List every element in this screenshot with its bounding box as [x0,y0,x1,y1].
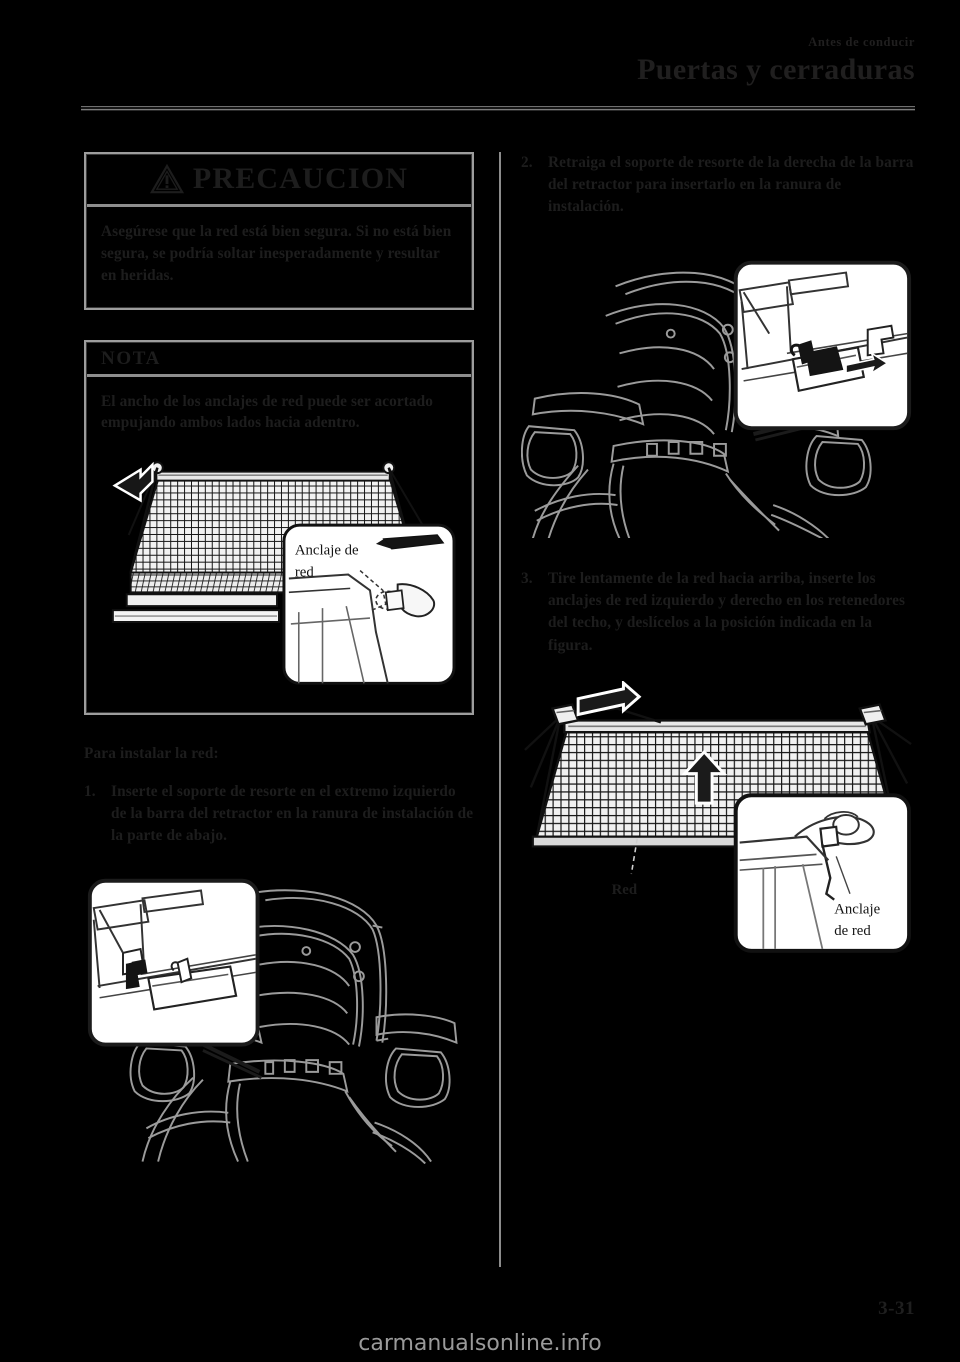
caution-box-body: Asegúrese que la red está bien segura. S… [87,207,471,307]
step-1-number: 1. [84,782,96,800]
page-header: Antes de conducir Puertas y cerraduras [80,35,915,87]
net-anchor-roof-retainer-drawing: Red An [524,680,912,953]
caution-box-title: PRECAUCION [192,162,409,195]
retractor-bar-right-install-drawing [521,260,912,539]
header-divider-rule [81,106,915,111]
header-kicker: Antes de conducir [808,35,915,49]
step-1-text: Inserte el soporte de resorte en el extr… [111,782,474,844]
right-column: 2. Retraiga el soporte de resorte de la … [521,152,915,957]
pull-up-arrow-icon [681,749,728,805]
net-anchor-right [858,702,888,726]
step-2-text: Retraiga el soporte de resorte de la der… [548,154,914,216]
page-title: Puertas y cerraduras [637,52,915,86]
spring-holder-detail-bubble [87,878,260,1047]
step-3: 3. Tire lentamente de la red hacia arrib… [521,568,915,657]
net-leader-line [630,838,639,874]
callout-pointer-line [202,1042,261,1074]
step-2-number: 2. [521,154,533,171]
slide-arrow-icon [576,680,642,717]
note-box-header: NOTA [87,343,471,377]
warning-triangle-icon [149,164,184,194]
step-3-number: 3. [521,570,533,588]
caution-box: PRECAUCION Asegúrese que la red está bie… [84,152,474,310]
note-box-body: El ancho de los anclajes de red puede se… [87,377,471,712]
retractor-bar-left-install-drawing [87,878,458,1164]
left-column: PRECAUCION Asegúrese que la red está bie… [84,152,474,1164]
install-net-lead-text: Para instalar la red: [84,744,219,762]
callout-label-line2: red [295,565,315,581]
net-anchor-left [550,702,580,726]
note-box: NOTA El ancho de los anclajes de red pue… [84,339,474,715]
step-2: 2. Retraiga el soporte de resorte de la … [521,152,915,219]
caution-box-header: PRECAUCION [87,155,471,207]
spring-holder-detail-bubble [733,260,912,430]
retractor-bar-right-install-figure [521,243,915,539]
callout-label-line2: de red [834,923,871,939]
column-divider [499,152,501,1267]
cargo-net-width-adjust-figure: Anclaje de red [101,444,457,691]
step-3-text: Tire lentamente de la red hacia arriba, … [548,570,906,654]
figure-label-red: Red [612,881,638,897]
note-box-text: El ancho de los anclajes de red puede se… [101,392,434,432]
push-arrow-left-icon [112,462,154,503]
page-number: 3-31 [878,1298,915,1319]
net-anchor-roof-retainer-figure: Red An [521,680,915,957]
step-1: 1. Inserte el soporte de resorte en el e… [84,781,474,848]
net-anchor-callout-bubble: Anclaje de red [733,792,912,953]
insert-arrow-icon [845,351,889,375]
callout-label-line1: Anclaje de [295,543,359,559]
site-watermark: carmanualsonline.info [358,1331,602,1356]
retractor-bar-left-install-figure [84,871,474,1164]
caution-box-text: Asegúrese que la red está bien segura. S… [101,223,452,284]
cargo-net-width-adjust-drawing: Anclaje de red [111,461,456,686]
callout-label-line1: Anclaje [834,901,880,917]
net-anchor-callout-bubble: Anclaje de red [282,523,456,686]
note-box-title: NOTA [101,347,161,369]
